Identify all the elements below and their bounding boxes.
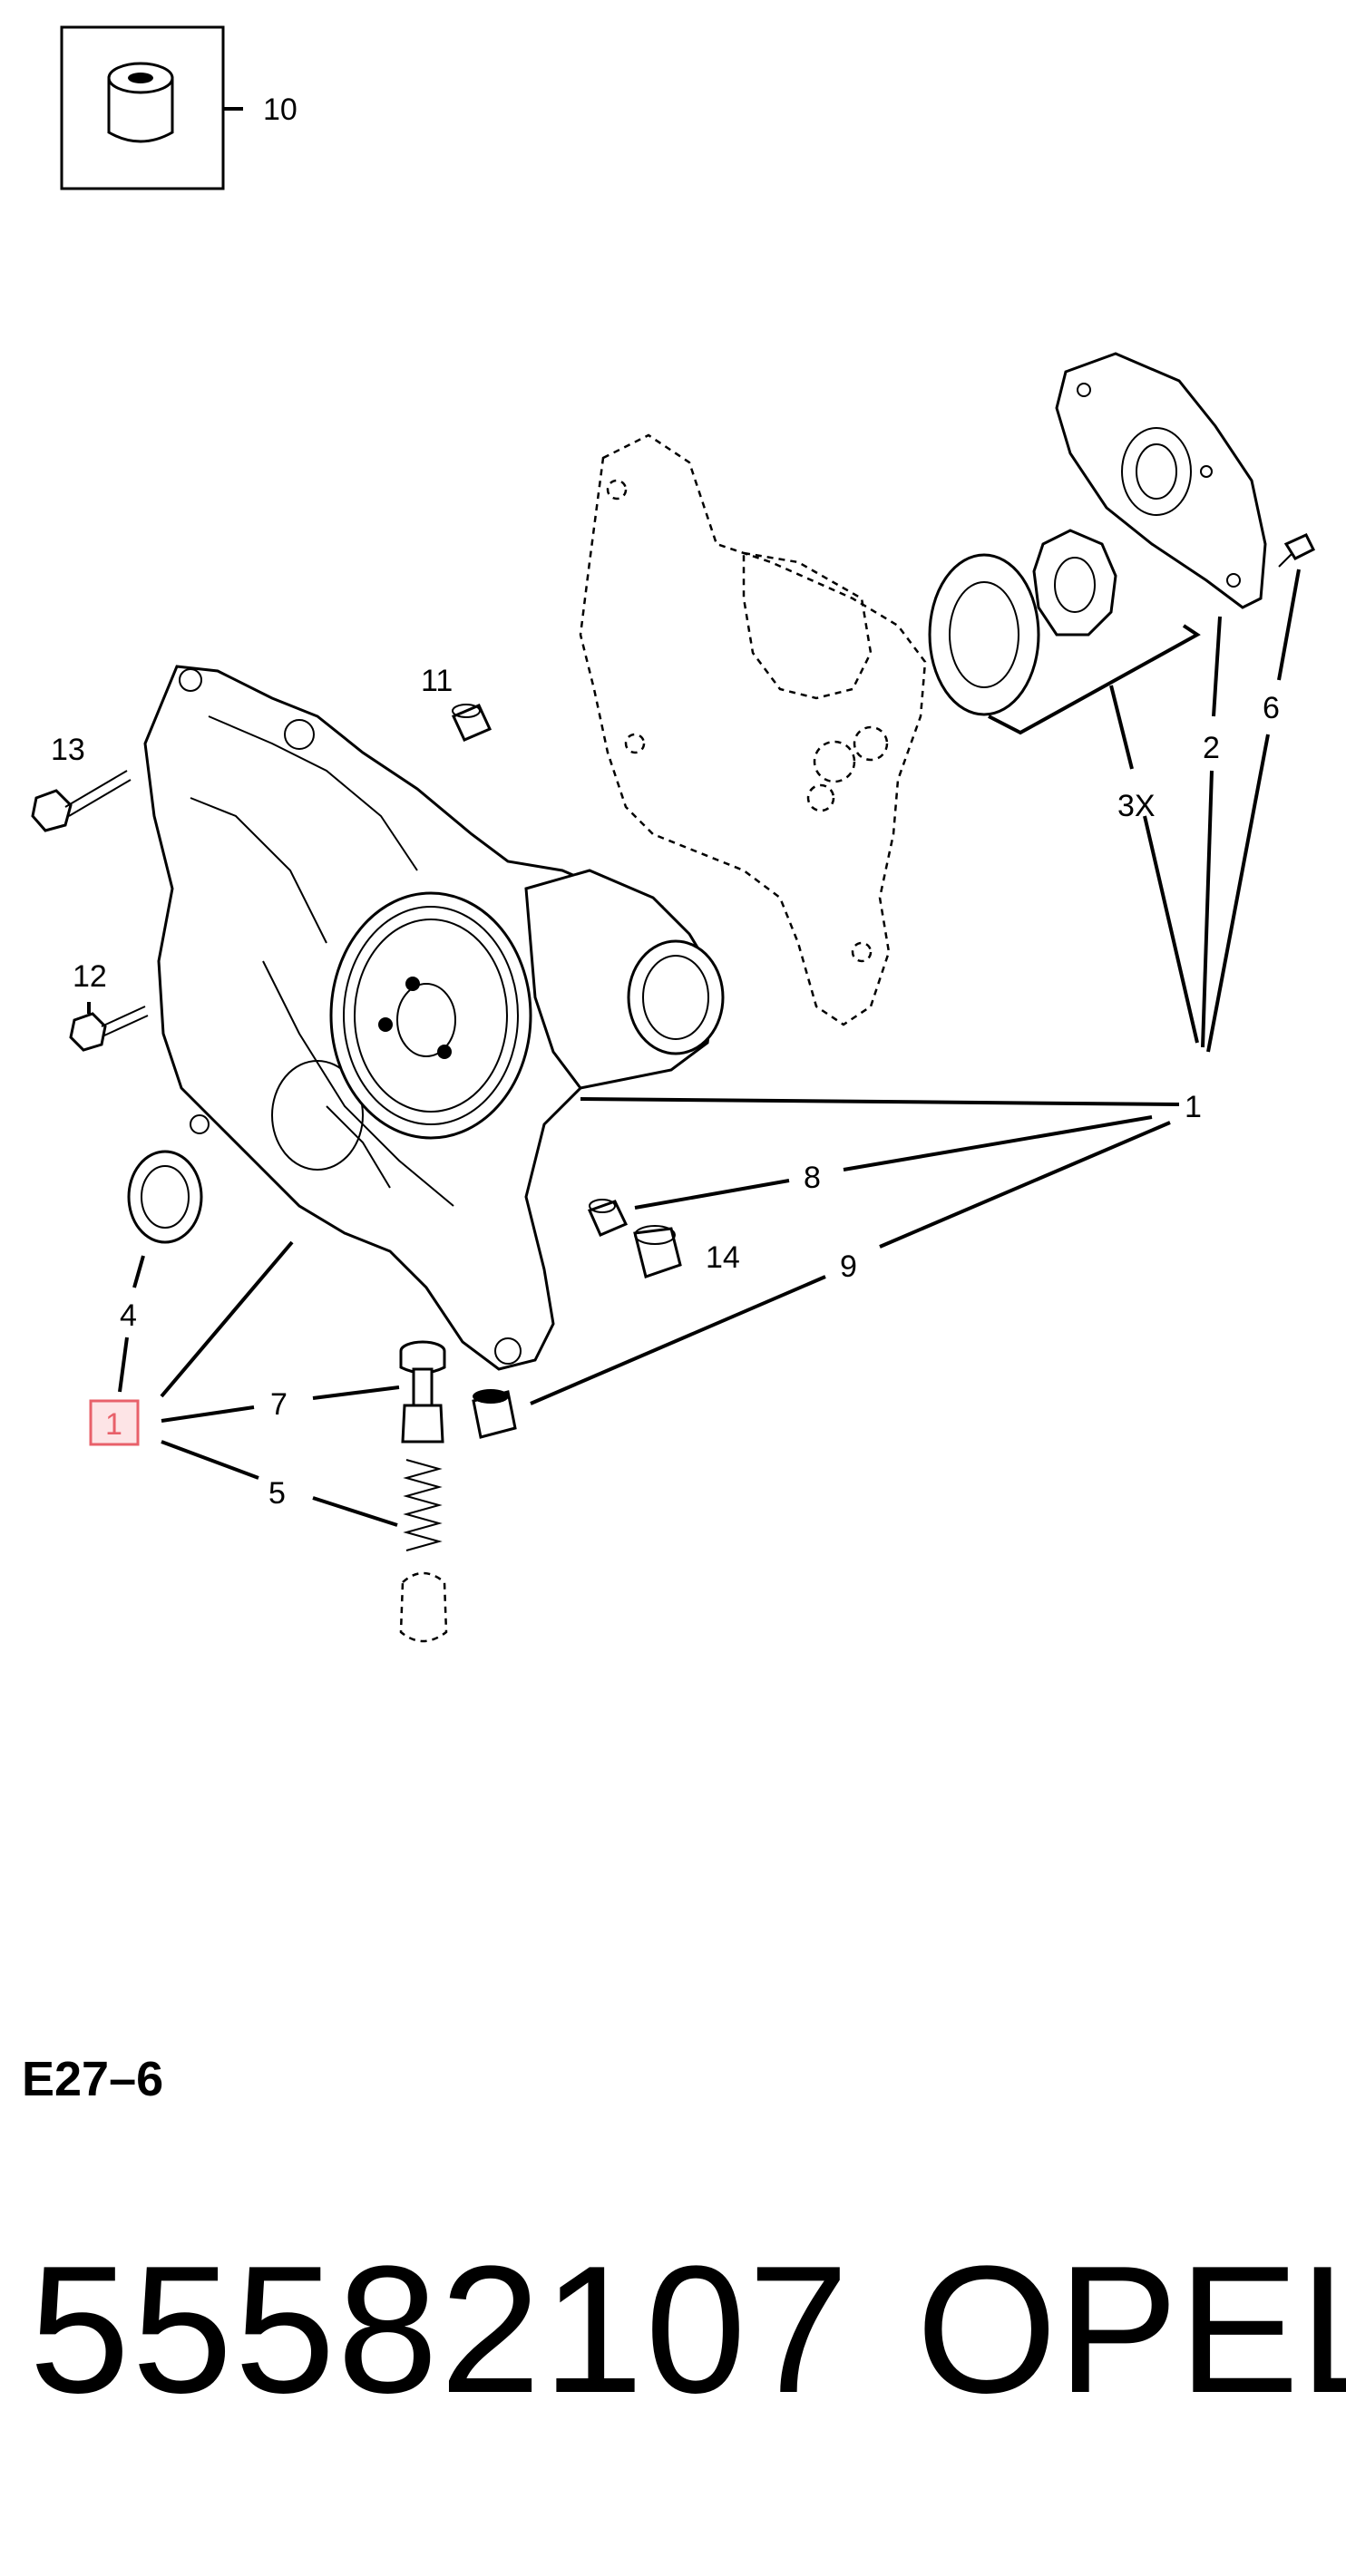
seal-part-4 bbox=[127, 1150, 203, 1244]
callout-13: 13 bbox=[51, 733, 85, 767]
callout-5: 5 bbox=[268, 1476, 286, 1511]
bolt-part-13 bbox=[31, 770, 132, 832]
callout-1-main: 1 bbox=[1185, 1090, 1202, 1124]
callout-9: 9 bbox=[840, 1249, 857, 1284]
dashed-plug bbox=[399, 1571, 448, 1643]
callout-8: 8 bbox=[804, 1161, 821, 1195]
diagram-code: E27–6 bbox=[22, 2052, 164, 2106]
water-pump-pulley bbox=[329, 891, 532, 1140]
callout-1-highlight: 1 bbox=[105, 1407, 122, 1442]
brand-name: OPEL bbox=[916, 2229, 1346, 2431]
plug-part-14 bbox=[633, 1225, 682, 1278]
sleeve-part-11 bbox=[451, 704, 493, 742]
bolt-part-12 bbox=[69, 1006, 149, 1052]
part-10-inset bbox=[60, 25, 243, 190]
callout-7: 7 bbox=[270, 1387, 288, 1422]
part-number: 55582107 bbox=[29, 2229, 851, 2431]
cap-part-9 bbox=[472, 1389, 517, 1439]
callout-14: 14 bbox=[706, 1240, 740, 1275]
spring-part-5 bbox=[403, 1459, 443, 1551]
screw-part-6 bbox=[1278, 533, 1316, 568]
callout-3x: 3X bbox=[1117, 789, 1156, 823]
pump-cover-plate bbox=[1055, 352, 1267, 609]
callout-10: 10 bbox=[263, 92, 297, 127]
leader-lines bbox=[87, 569, 1301, 1527]
callout-2: 2 bbox=[1203, 731, 1220, 765]
plug-part-8 bbox=[587, 1199, 629, 1237]
piston-part-7 bbox=[399, 1340, 446, 1444]
callout-11: 11 bbox=[421, 664, 453, 698]
callout-4: 4 bbox=[120, 1298, 137, 1333]
pump-rotors bbox=[928, 529, 1117, 716]
callout-12: 12 bbox=[73, 959, 107, 994]
highlight-box bbox=[89, 1399, 140, 1446]
callout-6: 6 bbox=[1263, 691, 1280, 725]
water-outlet bbox=[524, 869, 725, 1090]
dashed-gasket bbox=[579, 433, 927, 1026]
